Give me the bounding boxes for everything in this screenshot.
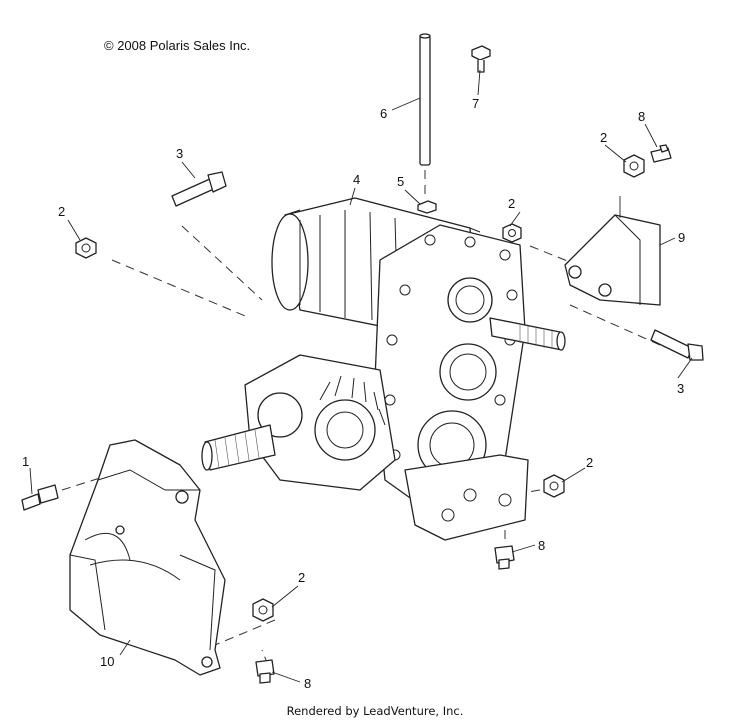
part-4-transmission[interactable] [201, 197, 566, 541]
part-5-plug[interactable] [417, 200, 437, 214]
part-2-nut-mid[interactable] [502, 223, 522, 243]
copyright-notice: © 2008 Polaris Sales Inc. [104, 38, 251, 53]
callout-1: 1 [22, 454, 29, 469]
callout-4: 4 [353, 172, 360, 187]
part-2-nut-upper-right[interactable] [623, 154, 645, 178]
callout-2: 2 [58, 204, 65, 219]
part-9-bracket[interactable] [564, 214, 661, 306]
callout-9: 9 [678, 230, 685, 245]
callout-8: 8 [538, 538, 545, 553]
part-2-nut-left[interactable] [75, 237, 97, 259]
callout-8: 8 [638, 109, 645, 124]
callout-2: 2 [586, 455, 593, 470]
part-8-bolt-upper[interactable] [650, 144, 672, 163]
part-8-bolt-bottom[interactable] [255, 659, 275, 684]
callout-6: 6 [380, 106, 387, 121]
footer-credit: Rendered by LeadVenture, Inc. [286, 704, 464, 718]
part-2-nut-lower-right[interactable] [543, 474, 565, 498]
callout-7: 7 [472, 96, 479, 111]
part-3-bolt-right[interactable] [650, 329, 704, 361]
callout-2: 2 [508, 196, 515, 211]
callout-3: 3 [677, 381, 684, 396]
callout-3: 3 [176, 146, 183, 161]
part-7-breather[interactable] [471, 45, 491, 73]
part-3-bolt-upper[interactable] [171, 171, 227, 207]
callout-10: 10 [100, 654, 114, 669]
callout-5: 5 [397, 174, 404, 189]
callout-labels: 1 2 2 2 2 2 3 3 4 5 6 7 8 8 8 9 10 [22, 96, 685, 691]
part-8-bolt-mid[interactable] [494, 545, 515, 570]
callout-8: 8 [304, 676, 311, 691]
part-6-shaft[interactable] [419, 33, 431, 166]
leader-lines [29, 69, 693, 683]
part-10-bracket[interactable] [69, 439, 226, 676]
callout-2: 2 [600, 130, 607, 145]
part-1-bolt[interactable] [21, 484, 59, 511]
callout-2: 2 [298, 570, 305, 585]
part-2-nut-bottom[interactable] [252, 598, 274, 622]
